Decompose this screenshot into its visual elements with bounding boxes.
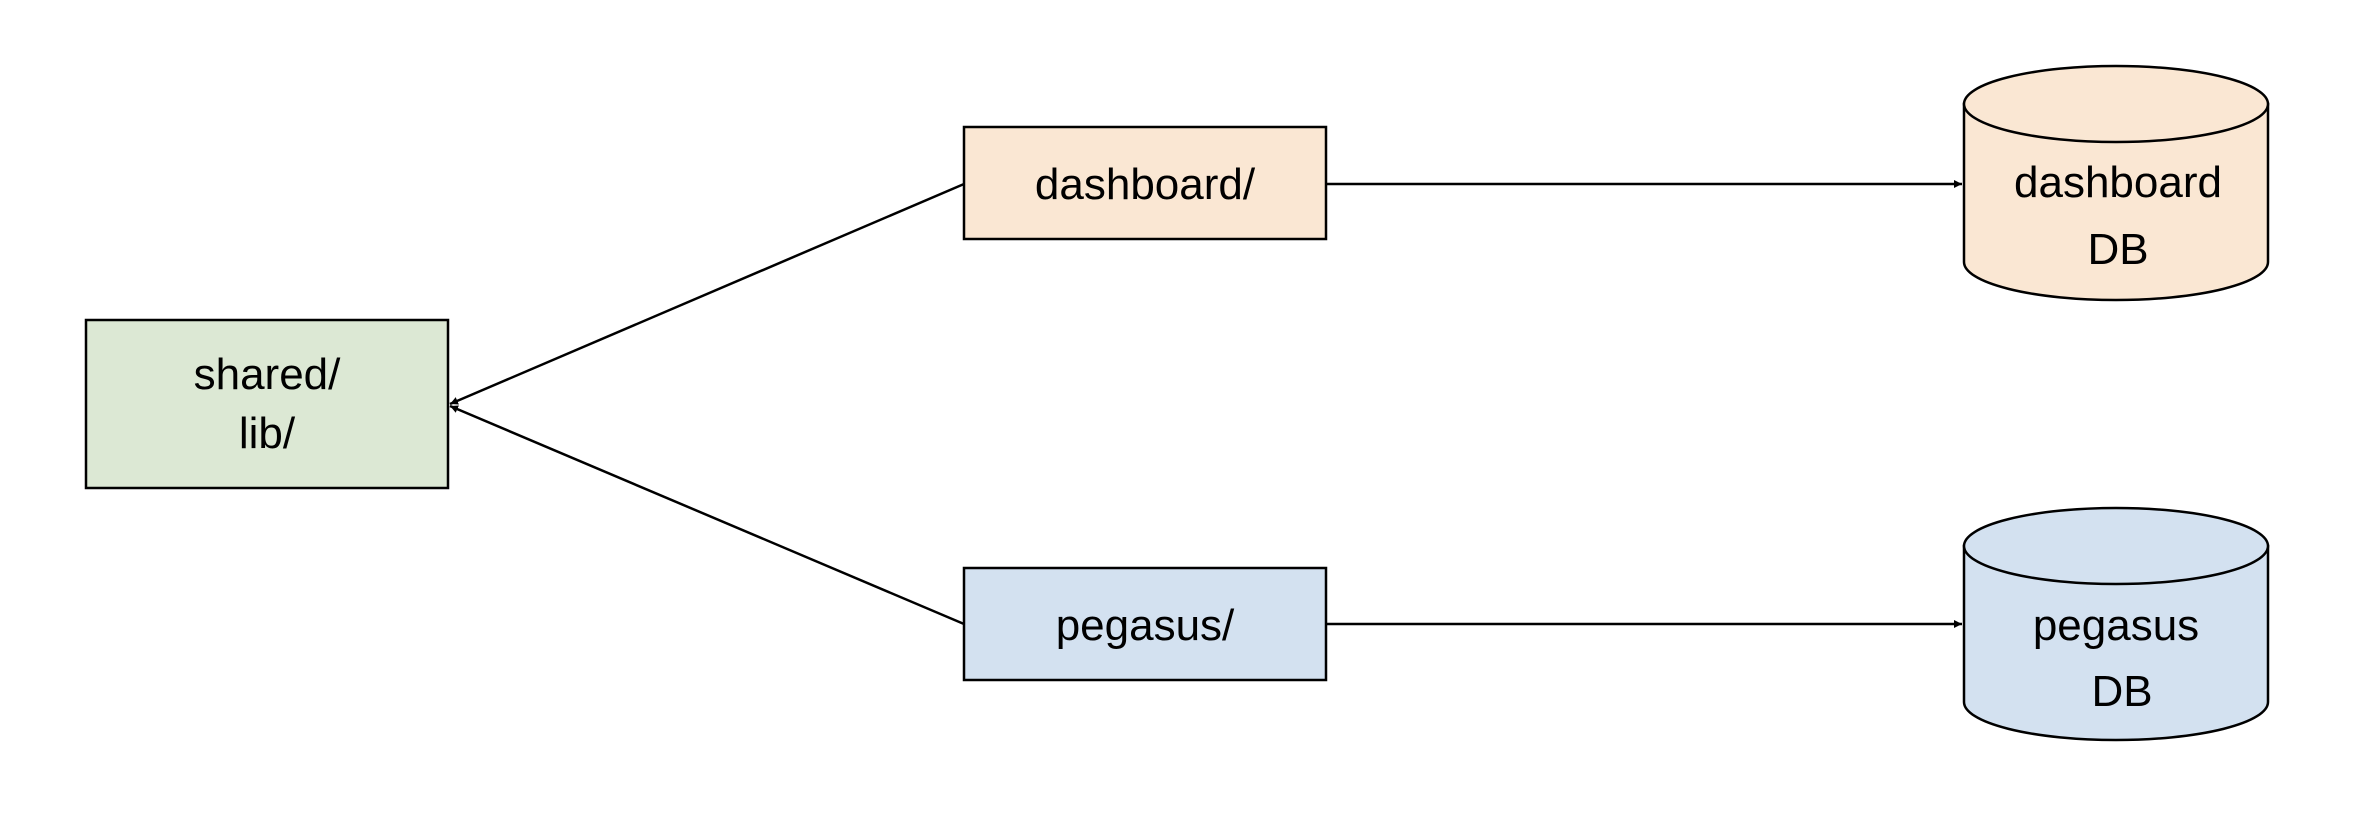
dashboard-db-label-line-1: dashboard [2014, 158, 2222, 207]
pegasus-db-cylinder-top [1962, 506, 2270, 586]
node-dashboard-box [962, 125, 1328, 241]
edge-pegasus-to-shared [449, 404, 965, 626]
dashboard-db-label-line-2: DB [2087, 225, 2148, 274]
dashboard-db-cylinder-body [1962, 102, 2270, 302]
node-shared-lib-label-line-2: lib/ [239, 409, 296, 458]
node-dashboard-label: dashboard/ [1035, 160, 1256, 209]
pegasus-db-label-line-2: DB [2091, 667, 2152, 716]
node-pegasus[interactable]: pegasus/ [962, 566, 1328, 682]
node-dashboard-db[interactable]: dashboard DB [1962, 64, 2270, 302]
edge-dashboard-to-shared [449, 182, 965, 406]
dashboard-db-cylinder-top [1962, 64, 2270, 144]
node-pegasus-box [962, 566, 1328, 682]
node-pegasus-db[interactable]: pegasus DB [1962, 506, 2270, 742]
node-pegasus-label: pegasus/ [1056, 601, 1235, 650]
node-dashboard[interactable]: dashboard/ [962, 125, 1328, 241]
pegasus-db-cylinder-body [1962, 544, 2270, 742]
node-shared-lib-label-line-1: shared/ [194, 350, 342, 399]
node-shared-lib[interactable]: shared/ lib/ [84, 318, 450, 490]
node-shared-lib-box [84, 318, 450, 490]
pegasus-db-label-line-1: pegasus [2033, 601, 2199, 650]
edges [449, 180, 1962, 628]
